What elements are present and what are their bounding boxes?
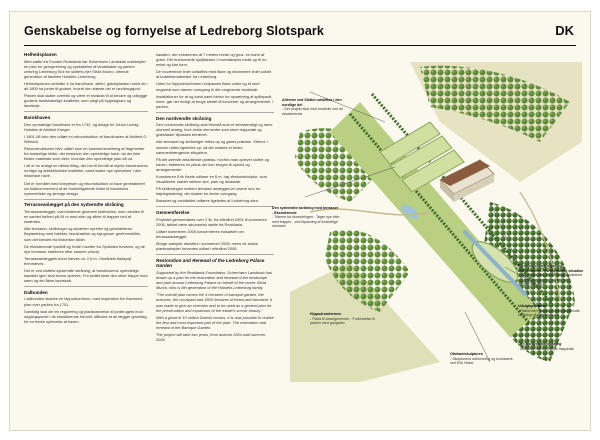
paragraph: Med støtte fra Fonden Realdania har Sche… <box>24 58 146 79</box>
paragraph: kanalen, der indrammes af 7 meters brede… <box>156 52 267 68</box>
paragraph: With a grant of 10 million Danish crowns… <box>156 314 274 330</box>
annotation-udsigt: Udsigtsplatform - Platformen placeres i … <box>518 304 580 318</box>
divider <box>24 111 148 113</box>
paragraph: Det er ved slottets sydvendte skråning, … <box>24 267 148 284</box>
paragraph: Helhedsplanen omfatter 4 ha barokhave, a… <box>24 80 148 92</box>
paragraph: Øvrige arbejder afsluttes i sommeren 200… <box>156 241 258 252</box>
heading-nordvendt: Den nordvendte skråning <box>156 115 212 121</box>
heading-english: Restoration and Renewal of the Ledreborg… <box>156 257 265 269</box>
paragraph: Samtidig skal der en regulering og plads… <box>24 308 147 324</box>
annotation-nordvendt: Den nordvendte skråning - Alle stier ret… <box>518 342 574 351</box>
page-title: Genskabelse og fornyelse af Ledreborg Sl… <box>24 24 324 38</box>
paragraph: Alle terrasser, skråninger og skrænter o… <box>24 226 141 242</box>
paragraph: Installationer for at og sand samt behov… <box>156 93 273 109</box>
text-column-1: Helhedsplanen Med støtte fra Fonden Real… <box>24 52 148 424</box>
annotation-alleer: Alléerne ved Slottet udskiftes i den nor… <box>282 98 344 116</box>
heading-gennemfoerelse: Gennemførelse <box>156 210 190 216</box>
paragraph: I dalbunden skabes en hippodromform, med… <box>24 296 143 307</box>
paragraph: I 1801-08 blev den udført en rekonstrukt… <box>24 133 148 144</box>
paragraph: De eksisterende lyseblå og hvide rosette… <box>24 243 145 254</box>
paragraph: Det er formålet med fornyelsen og rekons… <box>24 180 145 196</box>
annotation-sydvendt: Den sydvendte skråning med terrasser - E… <box>272 206 340 229</box>
paragraph: Den nordvendte skråning skal fremstå som… <box>156 122 273 138</box>
text-column-2: kanalen, der indrammes af 7 meters brede… <box>156 52 274 352</box>
poster: Genskabelse og fornyelse af Ledreborg Sl… <box>10 12 590 430</box>
paragraph: Alle terrasser og skråninger rettes op o… <box>156 139 268 155</box>
paragraph: Den oprindelige barokhave er fra 1742, o… <box>24 121 139 132</box>
heading-helhedsplan: Helhedsplanen <box>24 52 57 57</box>
paragraph: Uden for hippodromformen indpasses flade… <box>156 81 260 92</box>
annotation-hippodrom: Hippodromformen - Plads til arrangemente… <box>310 312 375 326</box>
paragraph: På skrånningen mellem terrasse anlægges … <box>156 186 261 197</box>
paragraph: Supported by the Realdania-Foundation, S… <box>156 269 272 291</box>
paragraph: De nuværende linier udskiftes med flade … <box>156 69 272 80</box>
paragraph: Rekonstruktionen blev udført som en samm… <box>24 146 145 162</box>
divider <box>156 206 274 208</box>
paragraph: The project will take two years, from au… <box>156 332 266 343</box>
paragraph: Projektet gennemføres over 2 år, fra eft… <box>156 216 267 227</box>
divider <box>24 198 148 200</box>
paragraph: Udført sommeren 2005 koncentreres indsat… <box>156 228 244 239</box>
heading-terrasse: Terrasseanlægget på den sydvendte skråni… <box>24 202 124 208</box>
language-label: DK <box>555 23 574 38</box>
paragraph: Terrasseanlæggets bund hæves ca. 2,5 m. … <box>24 255 132 266</box>
annotation-fordeling: Fordelingshvælvingen og afslutningens i … <box>518 264 584 287</box>
aerial-park-illustration-icon <box>290 62 582 382</box>
annotation-ottekant: Ottekantskulpturen - Skulpturens udformn… <box>450 352 513 366</box>
paragraph: Kunstneren Erik Heide udfører en 6 m. hø… <box>156 173 267 185</box>
paragraph: Bassinet og vandfaldet udføres ligeledes… <box>156 198 259 204</box>
divider <box>156 111 274 113</box>
divider <box>156 254 274 255</box>
heading-barokhave: Barokhaven <box>24 115 51 121</box>
paragraph: I alt er nu anlagt en række tiltag, der … <box>24 163 148 179</box>
paragraph: "The overall plan covers the 4 hectares … <box>156 292 273 313</box>
divider <box>24 286 148 287</box>
paragraph: Planen skal skabe overblik og være et re… <box>24 93 148 109</box>
paragraph: Terrasseanlægget, overvindende geometri … <box>24 209 144 225</box>
title-rule <box>24 45 576 46</box>
heading-dalbund: Dalbunden <box>24 289 48 295</box>
paragraph: På det øverste afsluttende plateau, hvor… <box>156 156 269 172</box>
